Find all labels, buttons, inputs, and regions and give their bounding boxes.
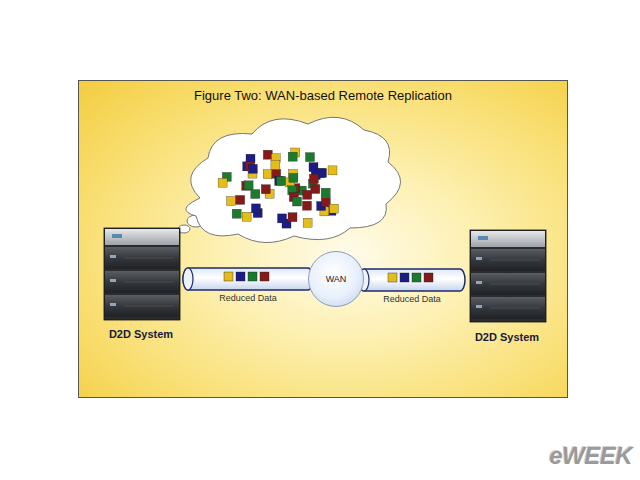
data-block [248,164,257,173]
data-blocks [218,148,338,228]
data-block [288,213,297,222]
data-block [311,185,320,194]
data-block [251,190,260,199]
d2d-system: D2D System [94,226,188,344]
data-pipe [183,268,313,290]
data-block [242,212,251,221]
server-stack [104,228,180,320]
data-block [321,198,330,207]
data-pipe [359,269,465,291]
d2d-system: D2D System [460,228,554,346]
data-block [218,178,227,187]
data-block [261,185,270,194]
data-block [329,204,338,213]
figure-title: Figure Two: WAN-based Remote Replication [78,88,568,103]
data-block [232,209,241,218]
pipe-label: Reduced Data [219,293,277,303]
watermark: eWEEK [549,442,632,470]
server-stack [470,230,546,322]
data-block [277,176,286,185]
data-block [244,181,253,190]
data-block [303,201,312,210]
wan-cloud: WAN [308,251,364,307]
data-block [321,188,330,197]
system-label: D2D System [94,328,188,340]
data-block [236,195,245,204]
data-block [251,204,260,213]
data-block [263,170,272,179]
data-block [328,166,337,175]
data-block [271,161,280,170]
data-block [263,150,272,159]
data-block [303,218,312,227]
data-block [289,173,298,182]
data-block [306,153,315,162]
thought-cloud [172,117,401,242]
system-label: D2D System [460,331,554,343]
data-block [227,197,236,206]
data-block [278,214,287,223]
data-block [288,152,297,161]
data-block [309,174,318,183]
pipe-label: Reduced Data [383,294,441,304]
data-block [293,197,302,206]
wan-label: WAN [326,274,347,284]
data-block [303,190,312,199]
